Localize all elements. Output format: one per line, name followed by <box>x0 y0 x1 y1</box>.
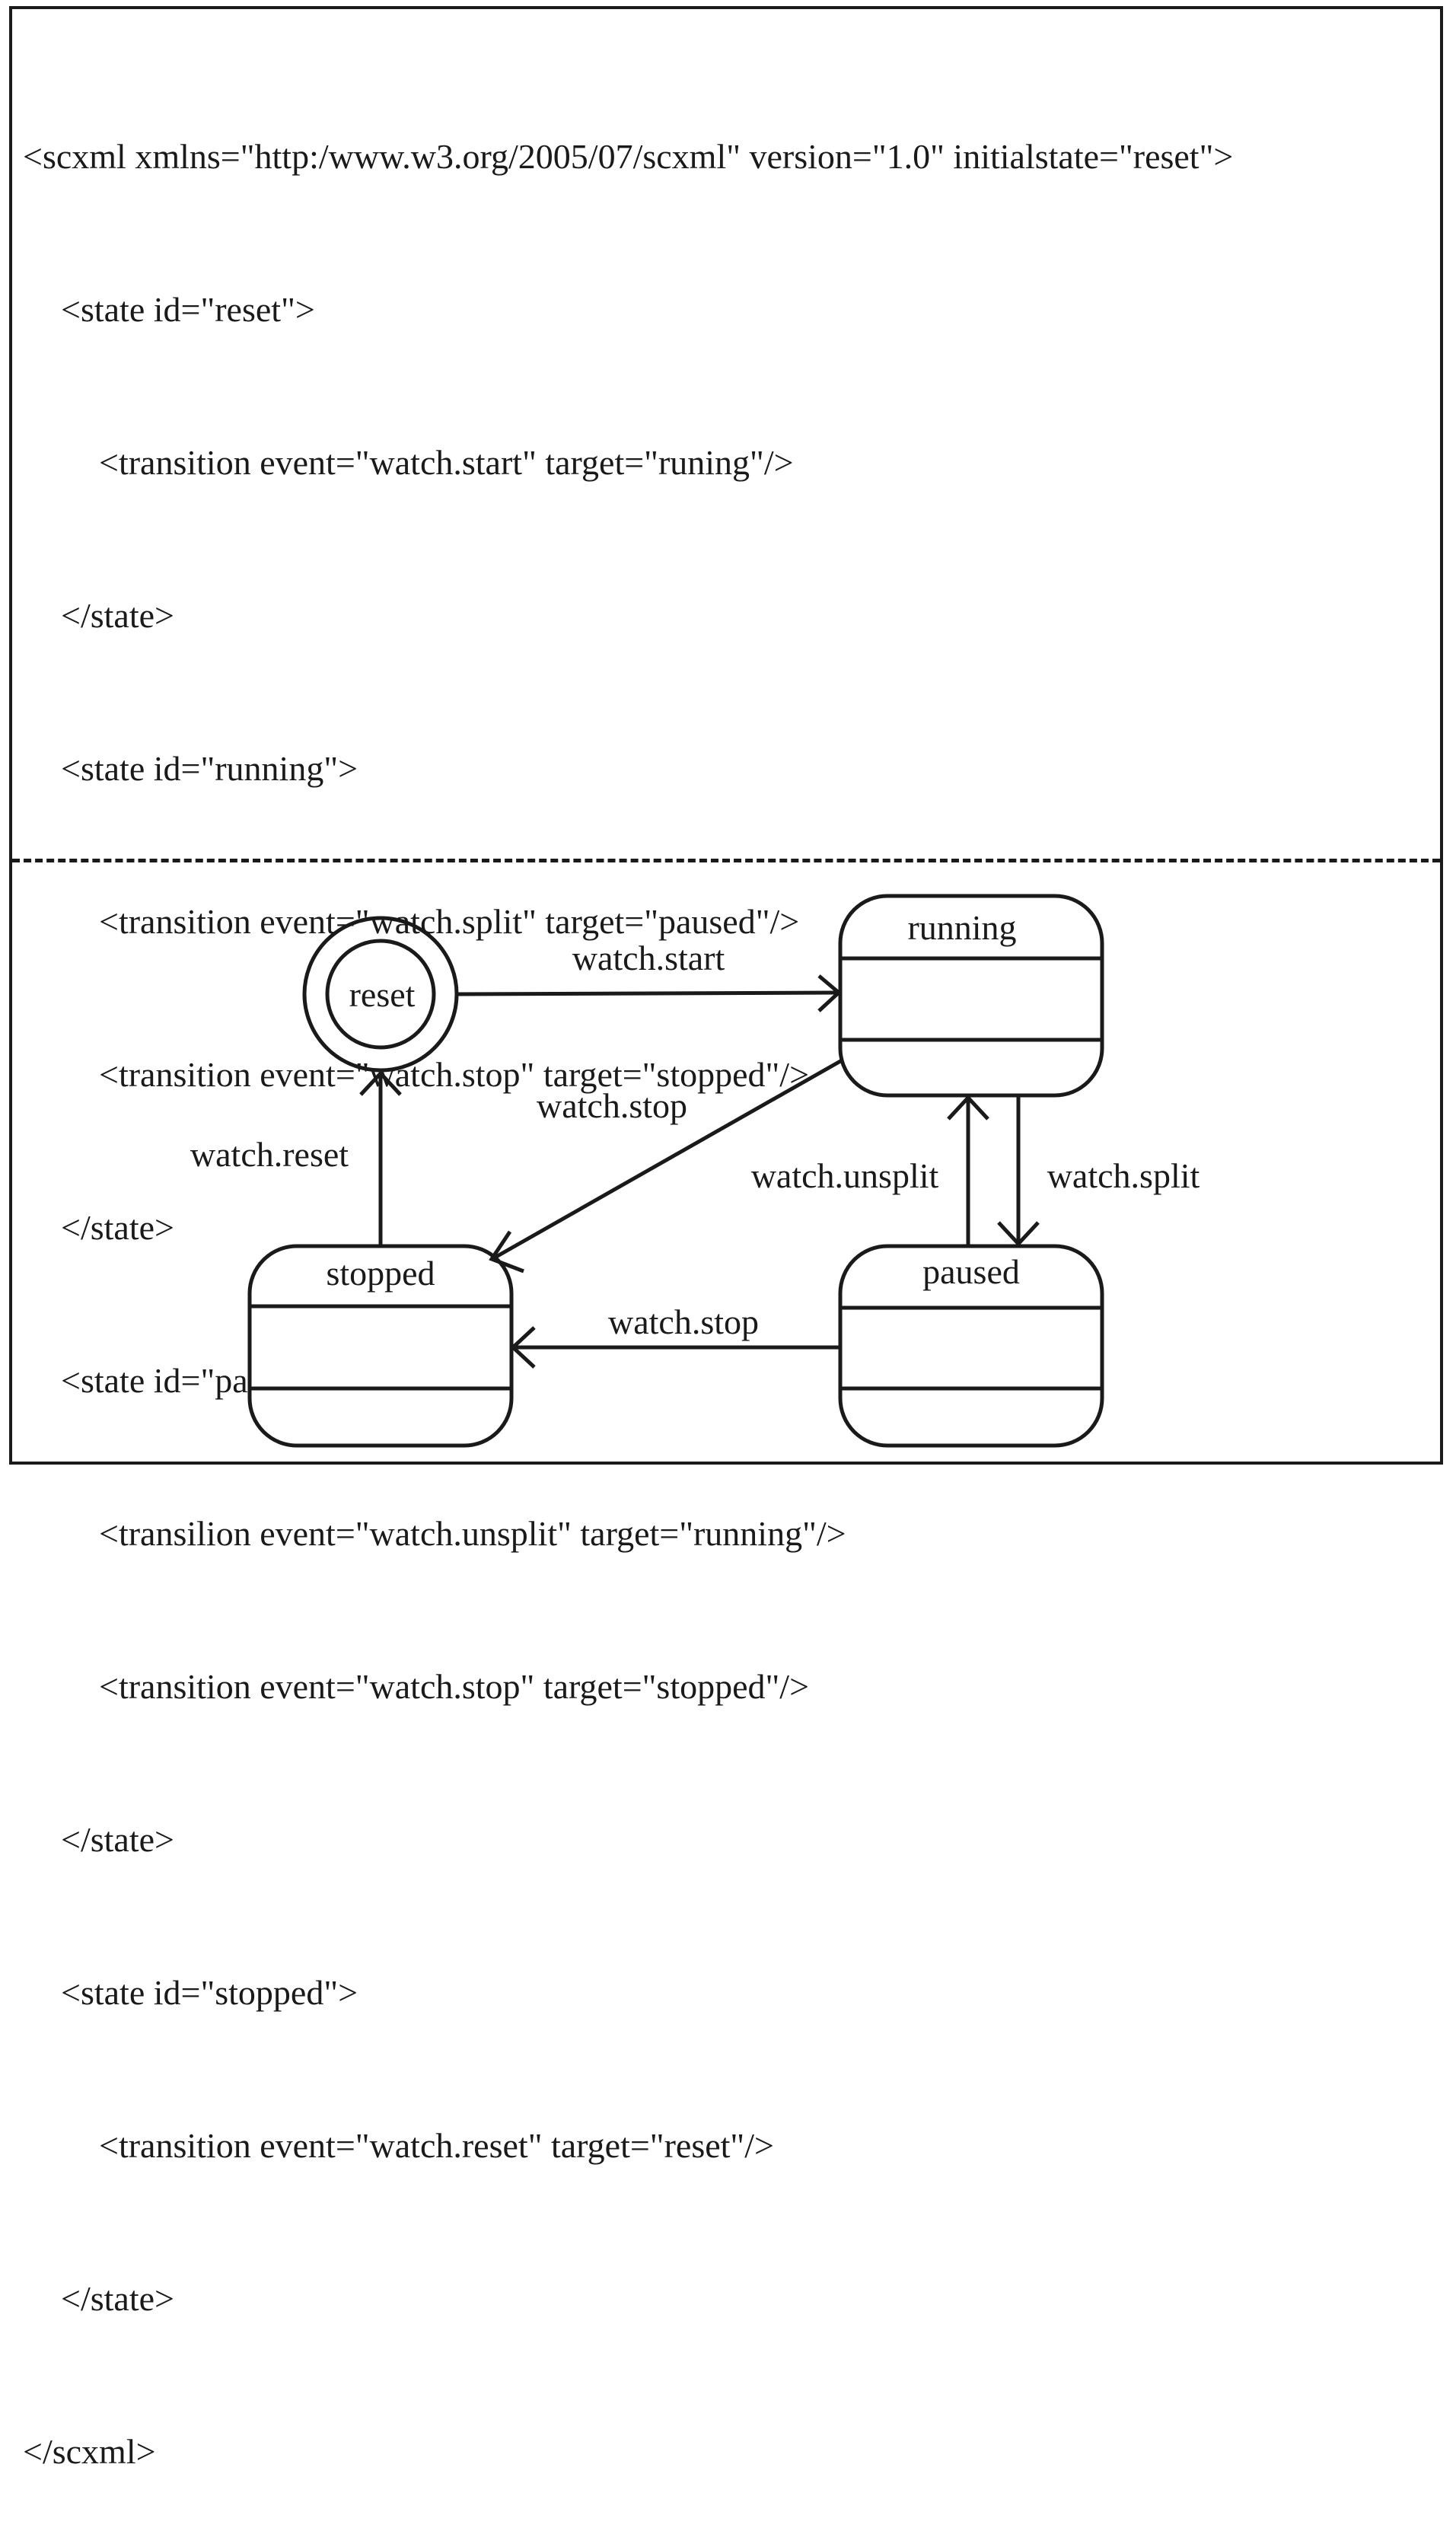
state-running-box <box>838 894 1104 1098</box>
label-watch-reset: watch.reset <box>190 1135 349 1174</box>
code-line-5: <state id="running"> <box>61 749 358 788</box>
code-line-14: <transition event="watch.reset" target="… <box>99 2126 774 2165</box>
label-watch-start: watch.start <box>572 939 725 977</box>
label-watch-unsplit: watch.unsplit <box>751 1156 939 1195</box>
transition-watch-stop-paused: watch.stop <box>510 1302 840 1369</box>
state-paused-label: paused <box>922 1252 1020 1291</box>
state-reset-label: reset <box>349 975 416 1014</box>
state-running-label: running <box>907 908 1016 947</box>
code-line-1: <scxml xmlns="http:/www.w3.org/2005/07/s… <box>23 137 1234 176</box>
transition-watch-start: watch.start <box>457 939 842 1012</box>
code-line-16: </scxml> <box>23 2432 156 2471</box>
label-watch-stop-running: watch.stop <box>537 1086 687 1125</box>
code-line-3: <transition event="watch.start" target="… <box>99 443 794 482</box>
state-stopped-label: stopped <box>326 1254 435 1293</box>
code-line-8: </state> <box>61 1208 174 1247</box>
state-stopped: stopped <box>247 1244 514 1448</box>
code-line-10: <transilion event="watch.unsplit" target… <box>99 1514 846 1553</box>
transition-watch-reset: watch.reset <box>190 1070 402 1246</box>
arrow-stop-paused-head <box>510 1326 536 1369</box>
state-paused: paused <box>838 1244 1104 1448</box>
figure-frame <box>9 6 1443 1465</box>
code-line-13: <state id="stopped"> <box>61 1973 358 2012</box>
code-line-11: <transition event="watch.stop" target="s… <box>99 1667 810 1706</box>
code-line-12: </state> <box>61 1820 174 1859</box>
transition-watch-unsplit: watch.unsplit <box>751 1095 989 1246</box>
transition-watch-split: watch.split <box>997 1095 1200 1247</box>
state-reset-inner-circle <box>325 939 436 1050</box>
code-line-7: <transition event="watch.stop" target="s… <box>99 1055 810 1094</box>
state-diagram: reset running stopped paused watch.start… <box>190 894 1200 1448</box>
state-reset-outer-circle <box>302 916 459 1073</box>
label-watch-split: watch.split <box>1047 1156 1200 1195</box>
code-line-2: <state id="reset"> <box>61 290 315 329</box>
code-line-6: <transition event="watch.split" target="… <box>99 902 800 941</box>
arrow-reset-head <box>359 1070 402 1096</box>
state-running: running <box>838 894 1104 1098</box>
code-line-15: </state> <box>61 2279 174 2318</box>
label-watch-stop-paused: watch.stop <box>608 1302 759 1341</box>
arrow-start-line <box>457 990 838 996</box>
arrow-start-head <box>817 974 842 1012</box>
dashed-divider <box>12 859 1440 862</box>
arrow-stop-running-line <box>493 1058 843 1260</box>
code-line-4: </state> <box>61 596 174 635</box>
arrow-split-head <box>997 1221 1040 1247</box>
arrow-stop-running-head <box>489 1230 524 1274</box>
arrow-unsplit-head <box>947 1095 989 1121</box>
transition-watch-stop-running: watch.stop <box>489 1058 843 1274</box>
state-reset: reset <box>302 916 459 1073</box>
